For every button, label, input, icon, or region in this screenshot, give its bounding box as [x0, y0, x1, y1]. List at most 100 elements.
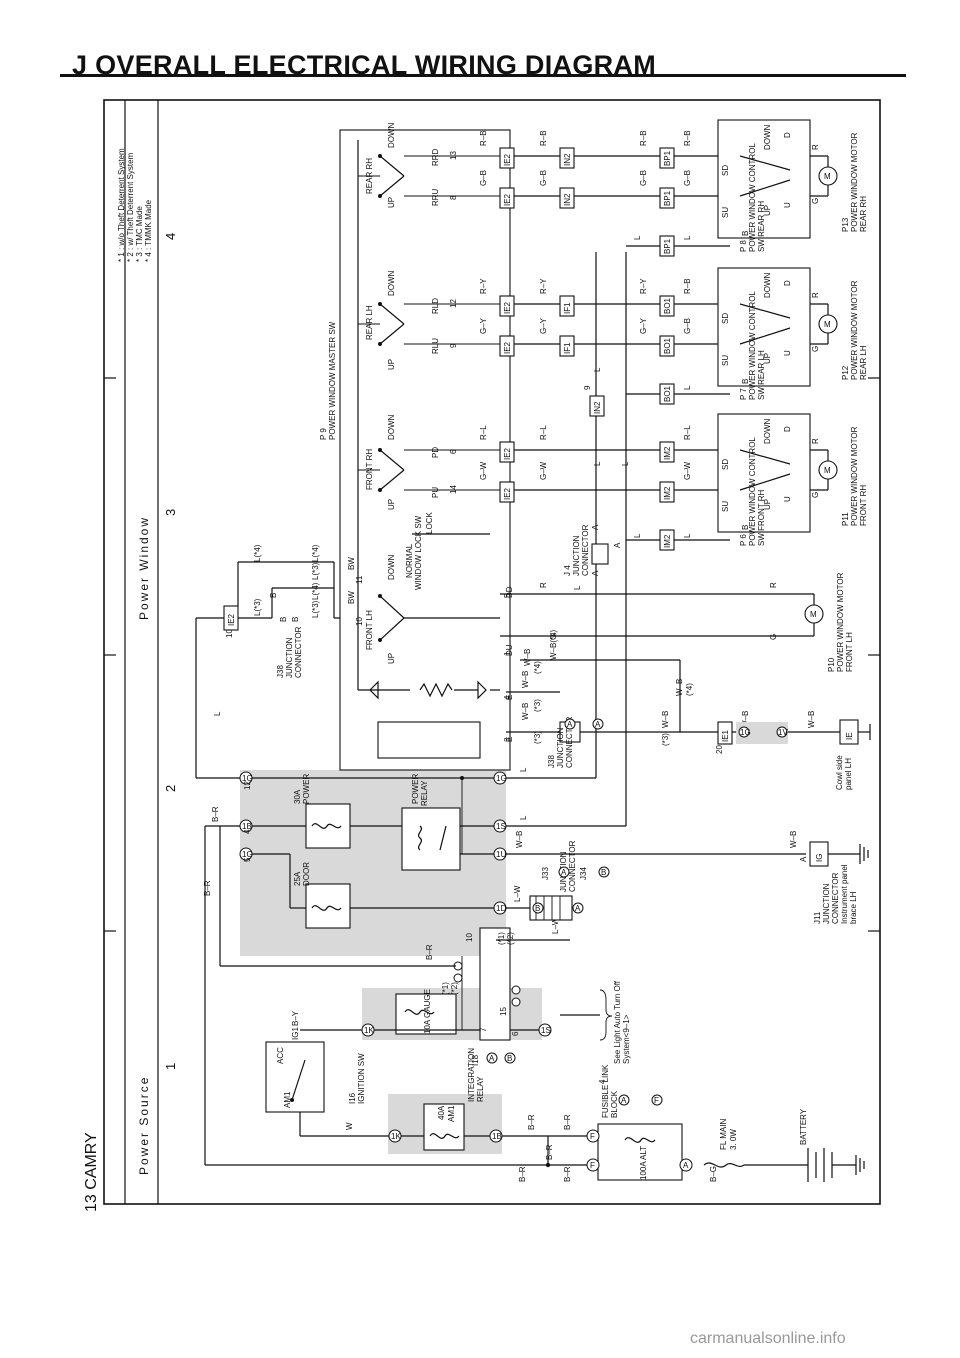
svg-text:A: A — [567, 720, 573, 729]
grid-number: 3 — [163, 509, 178, 516]
svg-text:10: 10 — [225, 629, 234, 638]
svg-text:B–R: B–R — [563, 1166, 572, 1182]
svg-text:L: L — [573, 585, 582, 590]
svg-text:P 6: P 6 — [739, 534, 748, 546]
svg-text:B: B — [291, 617, 300, 622]
svg-text:G: G — [811, 198, 820, 204]
svg-text:DOWN: DOWN — [387, 554, 396, 580]
svg-text:R–B: R–B — [683, 130, 692, 146]
svg-text:POWER WINDOW MASTER SW: POWER WINDOW MASTER SW — [328, 321, 337, 440]
section-power-source: Power Source — [137, 1076, 151, 1175]
svg-text:W–B: W–B — [661, 711, 670, 728]
svg-text:B–R: B–R — [203, 880, 212, 896]
svg-text:SD: SD — [721, 459, 730, 470]
svg-text:PD: PD — [431, 447, 440, 458]
svg-text:L(*3): L(*3) — [311, 562, 320, 580]
grid-number: 2 — [163, 785, 178, 792]
svg-text:DOWN: DOWN — [763, 272, 772, 298]
svg-text:BW: BW — [347, 591, 356, 604]
svg-text:E: E — [505, 695, 514, 700]
svg-text:G–W: G–W — [683, 461, 692, 480]
svg-text:1B: 1B — [242, 822, 252, 831]
svg-text:DOWN: DOWN — [387, 270, 396, 296]
motor-p11: M R G P11 POWER WINDOW MOTOR FRONT RH — [810, 426, 868, 526]
svg-text:10: 10 — [355, 617, 364, 626]
svg-text:DU: DU — [505, 644, 514, 656]
svg-text:L(*4): L(*4) — [311, 544, 320, 562]
svg-text:8: 8 — [449, 195, 458, 200]
svg-text:R–L: R–L — [683, 425, 692, 440]
svg-text:9: 9 — [449, 343, 458, 348]
section-power-window: Power Window — [137, 516, 151, 620]
svg-text:NORMAL: NORMAL — [405, 543, 414, 578]
svg-text:(*4): (*4) — [533, 661, 542, 674]
svg-text:UP: UP — [763, 205, 772, 216]
svg-text:B–R: B–R — [545, 1144, 554, 1160]
svg-text:P 7: P 7 — [739, 388, 748, 400]
svg-text:A: A — [591, 570, 600, 576]
svg-text:A: A — [489, 1054, 495, 1063]
svg-text:See Light Auto Turn Off: See Light Auto Turn Off — [613, 980, 622, 1064]
svg-text:POWER WINDOW CONTROL: POWER WINDOW CONTROL — [748, 291, 757, 400]
svg-text:12: 12 — [243, 781, 252, 790]
battery: BATTERY — [790, 1108, 865, 1182]
svg-text:B–Y: B–Y — [291, 1010, 300, 1026]
integration-relay — [479, 927, 511, 1041]
svg-text:L(*3): L(*3) — [253, 598, 262, 616]
svg-text:B–R: B–R — [563, 1114, 572, 1130]
svg-text:W–B(*4): W–B(*4) — [549, 629, 558, 660]
svg-text:4: 4 — [598, 1079, 607, 1084]
motor-p10: M R R G G P10 POWER WINDOW MOTOR FRONT L… — [500, 572, 854, 672]
svg-text:G: G — [549, 634, 558, 640]
svg-text:AM1: AM1 — [283, 1091, 292, 1108]
svg-text:J 4: J 4 — [563, 565, 572, 576]
svg-text:M: M — [810, 610, 817, 619]
svg-text:1S: 1S — [496, 822, 506, 831]
alt-fuse-label: 100A ALT — [639, 1146, 648, 1180]
svg-text:R: R — [811, 292, 820, 298]
svg-text:L: L — [683, 235, 692, 240]
svg-text:Instrument panel: Instrument panel — [840, 864, 849, 924]
svg-text:1B: 1B — [492, 1132, 502, 1141]
svg-text:W–B: W–B — [521, 703, 530, 720]
svg-text:B: B — [507, 1054, 512, 1063]
svg-text:DOWN: DOWN — [763, 124, 772, 150]
svg-text:D: D — [783, 132, 792, 138]
svg-text:POWER WINDOW MOTOR: POWER WINDOW MOTOR — [836, 572, 845, 672]
battery-label: BATTERY — [799, 1108, 808, 1145]
svg-text:W–B: W–B — [741, 711, 750, 728]
svg-text:PU: PU — [431, 487, 440, 498]
svg-text:6: 6 — [511, 1031, 520, 1036]
svg-text:U: U — [783, 350, 792, 356]
svg-text:J38: J38 — [276, 665, 285, 678]
svg-text:R–Y: R–Y — [479, 278, 488, 294]
svg-text:3: 3 — [503, 737, 512, 742]
svg-text:B–R: B–R — [211, 806, 220, 822]
svg-text:25A: 25A — [293, 871, 302, 886]
svg-text:IG: IG — [815, 854, 824, 862]
svg-text:BP1: BP1 — [663, 150, 672, 166]
svg-text:M: M — [824, 172, 831, 181]
motor-p13: M R G P13 POWER WINDOW MOTOR REAR RH — [810, 132, 868, 232]
fl-main-fuse — [703, 1162, 745, 1168]
svg-text:B–R: B–R — [527, 1114, 536, 1130]
svg-text:IE1: IE1 — [721, 729, 730, 742]
svg-text:IE2: IE2 — [503, 193, 512, 206]
svg-text:12: 12 — [449, 299, 458, 308]
svg-text:(*3): (*3) — [661, 733, 670, 746]
svg-text:1G: 1G — [496, 774, 507, 783]
switch-rear-lh: REAR LH UP DOWN — [365, 270, 405, 370]
svg-text:P11: P11 — [841, 512, 850, 526]
svg-text:1V: 1V — [778, 728, 788, 737]
svg-text:L: L — [633, 533, 642, 538]
svg-text:UP: UP — [763, 499, 772, 510]
note: * 3 : TMC Made — [135, 206, 144, 262]
svg-text:L(*4): L(*4) — [253, 544, 262, 562]
svg-text:JUNCTION: JUNCTION — [822, 883, 831, 924]
fl-main-size: 3. 0W — [729, 1129, 738, 1150]
svg-text:9: 9 — [583, 385, 592, 390]
svg-text:INTEGRATION: INTEGRATION — [467, 1048, 476, 1102]
svg-text:(*3): (*3) — [533, 731, 542, 744]
svg-text:A: A — [575, 904, 581, 913]
svg-text:RLD: RLD — [431, 298, 440, 314]
